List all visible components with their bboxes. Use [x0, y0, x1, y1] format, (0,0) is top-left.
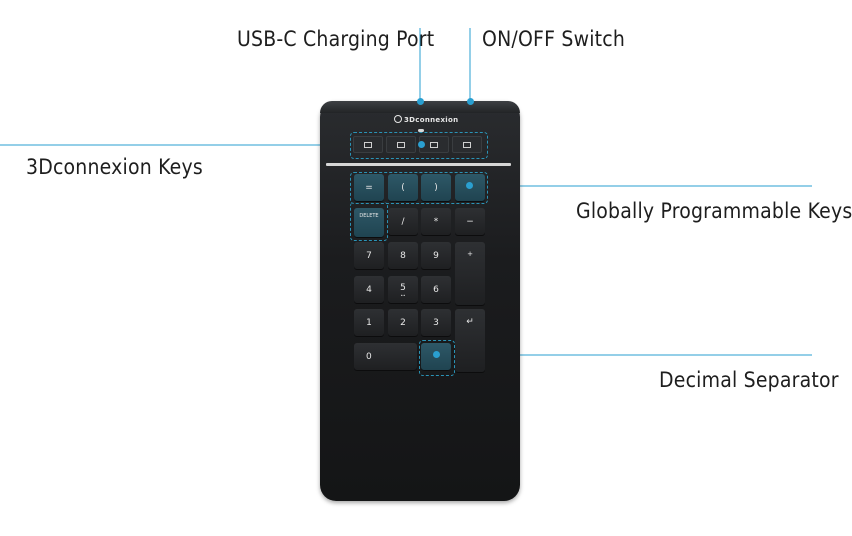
key-2[interactable]: 2	[388, 309, 418, 337]
programmable-keys-callout-dot	[466, 182, 473, 189]
key-3[interactable]: 3	[421, 309, 451, 337]
key-divide[interactable]: /	[388, 208, 418, 236]
divider	[326, 163, 511, 166]
key-close-paren[interactable]: )	[421, 174, 451, 202]
connexion-key-1[interactable]	[353, 136, 383, 153]
numpad-device: 3Dconnexion = ( ) DELETE / * − 7 8 9 + 4…	[320, 101, 520, 501]
key-minus[interactable]: −	[455, 208, 485, 236]
usb-c-label: USB-C Charging Port	[237, 27, 435, 51]
on-off-callout-dot	[467, 98, 474, 105]
key-0[interactable]: 0	[354, 343, 417, 371]
programmable-row-highlight	[350, 172, 488, 204]
delete-highlight	[350, 202, 388, 241]
decimal-callout-dot	[433, 351, 440, 358]
view-4-icon	[463, 141, 471, 148]
connexion-key-4[interactable]	[452, 136, 482, 153]
status-led	[418, 129, 424, 132]
key-open-paren[interactable]: (	[388, 174, 418, 202]
key-7[interactable]: 7	[354, 242, 384, 270]
view-1-icon	[364, 141, 372, 148]
view-3-icon	[430, 141, 438, 148]
key-5-tactile-dots: ••	[400, 292, 406, 298]
decimal-highlight	[419, 340, 455, 376]
key-1[interactable]: 1	[354, 309, 384, 337]
key-multiply[interactable]: *	[421, 208, 451, 236]
brand-mark-icon	[394, 115, 402, 123]
decimal-separator-label: Decimal Separator	[659, 368, 839, 392]
key-9[interactable]: 9	[421, 242, 451, 270]
key-plus[interactable]: +	[455, 242, 485, 306]
view-2-icon	[397, 141, 405, 148]
usb-c-callout-dot	[417, 98, 424, 105]
key-6[interactable]: 6	[421, 276, 451, 304]
key-8[interactable]: 8	[388, 242, 418, 270]
connexion-keys-highlight	[350, 132, 488, 159]
brand-logo: 3Dconnexion	[394, 115, 458, 124]
connexion-key-2[interactable]	[386, 136, 416, 153]
connexion-keys-label: 3Dconnexion Keys	[26, 155, 203, 179]
connexion-keys-callout-dot	[418, 141, 425, 148]
key-equals[interactable]: =	[354, 174, 384, 202]
key-enter[interactable]: ↵	[455, 309, 485, 373]
programmable-keys-label: Globally Programmable Keys	[576, 199, 852, 223]
key-5[interactable]: 5••	[388, 276, 418, 304]
key-4[interactable]: 4	[354, 276, 384, 304]
key-delete[interactable]: DELETE	[354, 208, 384, 238]
on-off-label: ON/OFF Switch	[482, 27, 626, 51]
